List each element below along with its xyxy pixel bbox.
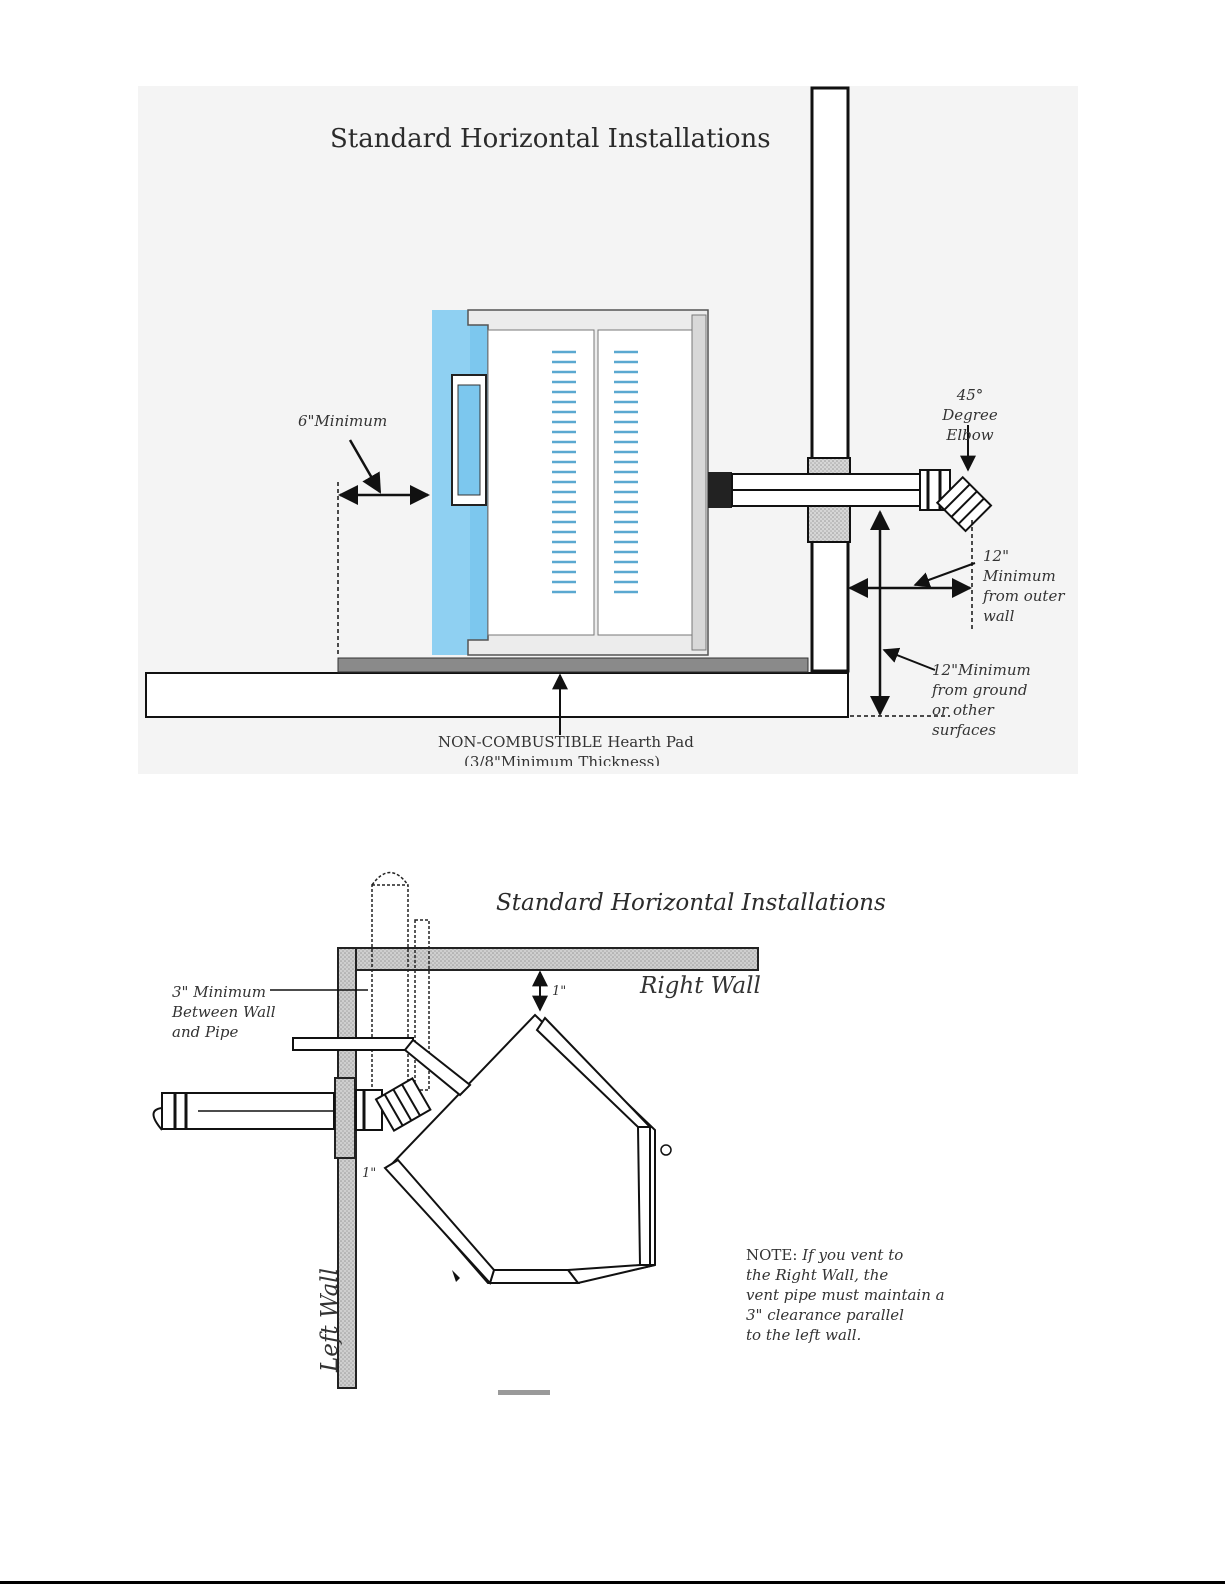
side-view-title: Standard Horizontal Installations — [330, 124, 771, 154]
vent-louvers-left — [552, 350, 576, 594]
note-head: NOTE: — [746, 1246, 798, 1264]
note-block: NOTE: If you vent to the Right Wall, the… — [746, 1245, 945, 1345]
top-view-drawing — [152, 871, 759, 1395]
label-6-minimum: 6"Minimum — [298, 412, 388, 430]
exit-vent-pipe — [152, 1089, 383, 1131]
vent-louvers-right — [614, 350, 638, 594]
stove-unit — [432, 309, 709, 656]
knob-icon — [452, 1270, 460, 1282]
stove-top-view — [383, 1013, 656, 1285]
label-gap-top: 1" — [552, 984, 567, 999]
elbow-icon — [374, 1077, 432, 1132]
pipe-stub — [292, 1037, 414, 1051]
knob-icon — [660, 1144, 672, 1156]
label-outer-wall: 12" Minimum from outer wall — [983, 547, 1065, 625]
label-right-wall: Right Wall — [640, 973, 761, 999]
vent-pipe — [708, 469, 951, 511]
arrow-icon — [348, 439, 382, 494]
arrow-icon — [913, 562, 976, 588]
wall-thimble-top — [334, 1077, 356, 1159]
note-text: NOTE: If you vent to the Right Wall, the… — [746, 1245, 945, 1345]
alternate-vent-pipe — [371, 871, 430, 1096]
label-wall-pipe: 3" Minimum Between Wall and Pipe — [172, 983, 276, 1041]
label-ground: 12"Minimum from ground or other surfaces — [932, 661, 1031, 739]
side-view-drawing — [145, 86, 993, 735]
label-hearth-thickness: (3/8"Minimum Thickness) — [464, 753, 661, 766]
label-hearth-pad: NON-COMBUSTIBLE Hearth Pad — [438, 733, 694, 751]
floor-slab — [145, 672, 849, 718]
label-elbow: 45° Degree Elbow — [942, 386, 998, 444]
hearth-pad — [337, 657, 809, 673]
note-body: If you vent to the Right Wall, the vent … — [746, 1246, 945, 1344]
elbow-icon — [935, 475, 993, 533]
arrow-icon — [882, 647, 936, 671]
label-gap-left: 1" — [362, 1166, 377, 1181]
top-view-title: Standard Horizontal Installations — [496, 890, 886, 916]
label-left-wall: Left Wall — [317, 1267, 343, 1373]
outer-wall — [810, 86, 850, 673]
page-bottom-rule — [0, 1581, 1225, 1584]
right-wall — [337, 947, 759, 971]
left-wall — [337, 947, 357, 1389]
scale-mark — [498, 1390, 550, 1395]
